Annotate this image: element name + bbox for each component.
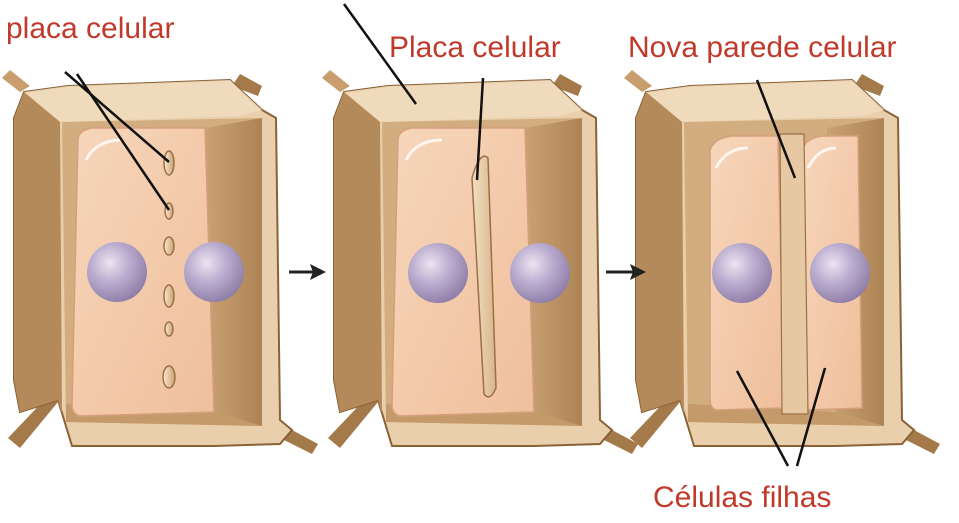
- cell-stage-daughter-cells: [624, 70, 940, 454]
- label-daughter-cells: Células filhas: [653, 483, 831, 513]
- cell-stage-vesicles: [2, 70, 318, 454]
- nucleus-left: [712, 243, 772, 303]
- nucleus-right: [810, 243, 870, 303]
- nucleus-right: [184, 242, 244, 302]
- label-cell-plate: Placa celular: [389, 33, 561, 63]
- label-vesicles: placa celular: [6, 14, 174, 44]
- label-new-cell-wall: Nova parede celular: [628, 33, 897, 63]
- nucleus-left: [408, 243, 468, 303]
- nucleus-right: [510, 243, 570, 303]
- right-arrow-icon: [289, 264, 326, 280]
- nucleus-left: [87, 242, 147, 302]
